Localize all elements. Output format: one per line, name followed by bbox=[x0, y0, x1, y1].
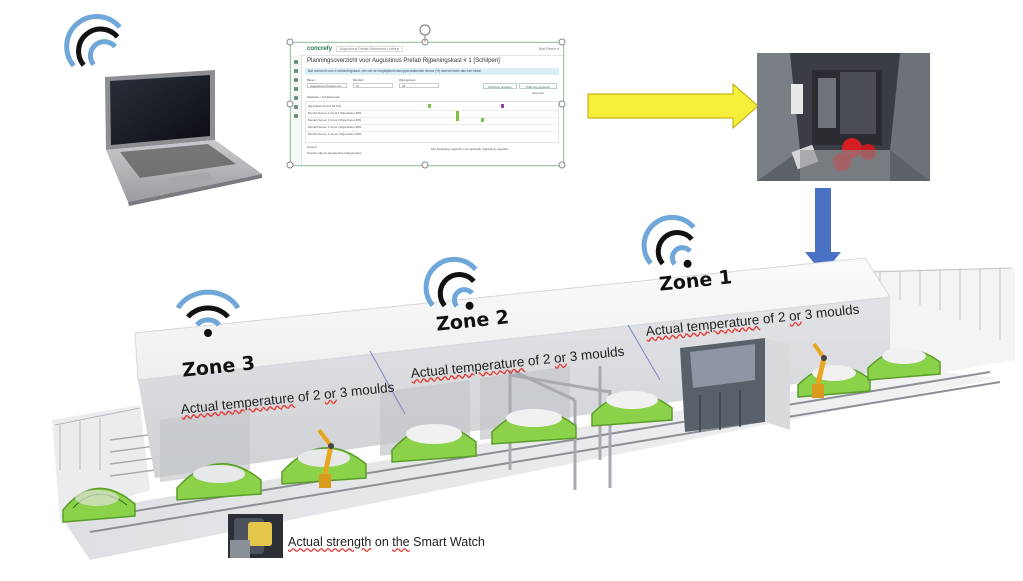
sidebar-icon[interactable] bbox=[294, 78, 298, 82]
grid-marker[interactable] bbox=[481, 118, 484, 122]
smartwatch-caption: Actual strength on the Smart Watch bbox=[288, 535, 485, 549]
grid-row-label: Rijpingkast Sensor #1 [A1] bbox=[308, 104, 341, 108]
grid-header: Waarden • Schijdperiode bbox=[307, 95, 340, 99]
filter-input[interactable]: Vr bbox=[353, 83, 393, 88]
demoulding-station bbox=[680, 338, 790, 432]
filter-label: Rijpingskast bbox=[399, 78, 416, 82]
legend-item: Streeft volgens aangepaste baksgroottes bbox=[307, 151, 362, 155]
sidebar-icon[interactable] bbox=[294, 87, 298, 91]
laptop-icon bbox=[105, 70, 262, 206]
legend-item: Met bedoeling, agenda in de gestelde mij… bbox=[431, 147, 508, 151]
filter-input[interactable]: Augustinus Prefab Lunt bbox=[307, 83, 347, 88]
planning-grid: Rijpingkast Sensor #1 [A1] Bondelt Senso… bbox=[305, 101, 559, 143]
change-planning-button[interactable]: Planning wijzigen bbox=[483, 83, 517, 89]
filter-input[interactable]: All bbox=[399, 83, 439, 88]
filter-label: Bkven bbox=[307, 78, 316, 82]
app-location-tab[interactable]: Augustinus Prefab Roermond • Infra ▾ bbox=[336, 46, 403, 52]
wifi-icon bbox=[423, 256, 478, 310]
wifi-icon bbox=[175, 289, 241, 337]
arrow-yellow bbox=[587, 82, 759, 130]
grid-row-label: Bondelt Sensor 1 Groot 1 Rijpenbeton B09 bbox=[308, 111, 362, 115]
mould-icon bbox=[62, 348, 941, 523]
rotate-handle-icon[interactable] bbox=[419, 24, 431, 42]
app-header: concrefy Augustinus Prefab Roermond • In… bbox=[291, 43, 563, 56]
production-line bbox=[52, 257, 1015, 560]
grid-row-label: Bondelt Sensor 1 Groot 3 Rijpenbeton B09 bbox=[308, 125, 362, 129]
legend-item: Gestort bbox=[307, 145, 317, 149]
grid-row-label: Bondelt Sensor 1 Groot 2 Rijpenbeton B09 bbox=[308, 118, 362, 122]
grid-marker[interactable] bbox=[428, 104, 431, 108]
sidebar-icon[interactable] bbox=[294, 114, 298, 118]
selection-handles bbox=[286, 24, 566, 169]
container-photo bbox=[757, 53, 930, 181]
app-notice: Bar overzicht voor # verhardingskast, zi… bbox=[305, 68, 559, 75]
app-screenshot: concrefy Augustinus Prefab Roermond • In… bbox=[290, 42, 564, 166]
app-brand: concrefy bbox=[307, 46, 333, 52]
sidebar-icon[interactable] bbox=[294, 105, 298, 109]
sidebar-icon[interactable] bbox=[294, 60, 298, 64]
arrow-blue bbox=[805, 188, 841, 274]
smartwatch-photo bbox=[228, 514, 283, 558]
app-page-title: Planningsoverzicht voor Augustinus Prefa… bbox=[307, 58, 500, 64]
wifi-icon bbox=[641, 214, 696, 268]
sidebar-icon[interactable] bbox=[294, 96, 298, 100]
grid-row-label: Bondelt Sensor 1 Groot 4 Rijpenbeton B09 bbox=[308, 132, 362, 136]
grid-marker[interactable] bbox=[456, 111, 459, 121]
wifi-icon bbox=[64, 13, 122, 68]
robot-arm-icon bbox=[317, 342, 827, 488]
filter-label: Bondelt bbox=[353, 78, 364, 82]
sidebar-icon[interactable] bbox=[294, 69, 298, 73]
rerun-planning-button[interactable]: Planning opnieuw uitvoeren bbox=[519, 83, 557, 95]
app-sidebar bbox=[291, 55, 302, 165]
app-user-menu[interactable]: Bart Peters ▾ bbox=[538, 47, 559, 51]
grid-marker[interactable] bbox=[501, 104, 504, 108]
